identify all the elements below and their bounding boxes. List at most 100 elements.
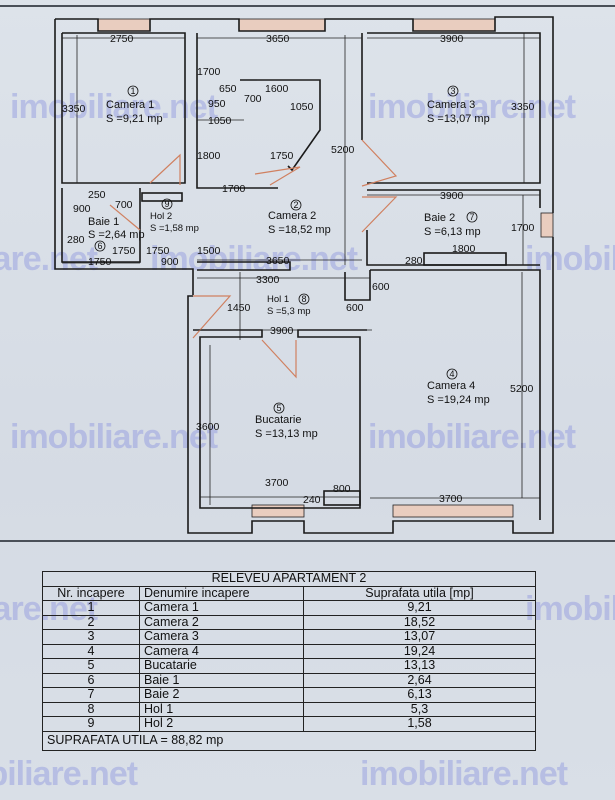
dim-1600: 1600	[265, 83, 289, 95]
watermark: imobiliare.net	[360, 755, 568, 793]
walls	[54, 16, 554, 534]
dim-h2-900: 900	[161, 256, 179, 268]
room-label-3: 3 Camera 3 S =13,07 mp	[427, 85, 490, 125]
row-name: Baie 1	[139, 672, 304, 688]
row-area: 13,07	[303, 629, 536, 645]
dim-b1-700: 700	[115, 199, 133, 211]
dim-buc-height: 3600	[196, 421, 220, 433]
svg-text:Baie 1: Baie 1	[88, 216, 119, 228]
row-area: 13,13	[303, 658, 536, 674]
watermark: imobiliare.net	[368, 418, 576, 456]
top-border-line	[0, 5, 615, 7]
svg-text:1: 1	[130, 86, 135, 96]
watermark: imobiliare.net	[150, 240, 358, 278]
svg-text:5: 5	[276, 403, 281, 413]
dim-b1-1750-h: 1750	[88, 256, 112, 268]
row-area: 5,3	[303, 701, 536, 717]
row-name: Camera 3	[139, 629, 304, 645]
header-name: Denumire incapere	[139, 585, 304, 601]
row-nr: 5	[42, 658, 140, 674]
svg-text:7: 7	[469, 212, 474, 222]
svg-text:S =5,3 mp: S =5,3 mp	[267, 306, 311, 317]
dim-b2-280: 280	[405, 255, 423, 267]
row-name: Baie 2	[139, 687, 304, 703]
dim-c1-height: 3350	[62, 103, 86, 115]
watermark: imobiliare.net	[0, 755, 138, 793]
row-area: 18,52	[303, 614, 536, 630]
dim-buc-width: 3700	[265, 477, 289, 489]
svg-text:2: 2	[293, 200, 298, 210]
dim-1500: 1500	[197, 245, 221, 257]
dim-c1-width: 2750	[110, 33, 134, 45]
dim-b2-width: 3900	[440, 190, 464, 202]
room-label-8: 8 Hol 1 S =5,3 mp	[267, 293, 311, 317]
svg-text:Hol 2: Hol 2	[150, 211, 172, 222]
table-title-row: RELEVEU APARTAMENT 2	[42, 571, 536, 587]
row-area: 2,64	[303, 672, 536, 688]
svg-text:S =6,13 mp: S =6,13 mp	[424, 226, 481, 238]
header-nr: Nr. incapere	[42, 585, 140, 601]
dim-1700-top: 1700	[197, 66, 221, 78]
row-name: Hol 2	[139, 716, 304, 732]
svg-text:S =13,07 mp: S =13,07 mp	[427, 113, 490, 125]
floor-plan: 1 Camera 1 S =9,21 mp 2 Camera 2 S =18,5…	[54, 16, 554, 534]
svg-text:Camera 3: Camera 3	[427, 99, 475, 111]
room-label-9: 9 Hol 2 S =1,58 mp	[150, 198, 199, 234]
dim-700: 700	[244, 93, 262, 105]
row-nr: 6	[42, 672, 140, 688]
dim-h1-600-v: 600	[372, 281, 390, 293]
row-area: 19,24	[303, 643, 536, 659]
window	[412, 18, 496, 32]
svg-text:3: 3	[450, 86, 455, 96]
separator-line	[0, 540, 615, 542]
row-nr: 2	[42, 614, 140, 630]
room-label-7: 7 Baie 2 S =6,13 mp	[424, 211, 481, 238]
dim-h1-1450: 1450	[227, 302, 251, 314]
dim-1800: 1800	[197, 150, 221, 162]
dim-h1-600-h: 600	[346, 302, 364, 314]
watermark: imobiliare.net	[525, 590, 615, 628]
svg-text:6: 6	[97, 241, 102, 251]
dim-1050-right: 1050	[290, 101, 314, 113]
row-nr: 9	[42, 716, 140, 732]
dim-h1-3900: 3900	[270, 325, 294, 337]
dim-b2-height: 1700	[511, 222, 535, 234]
dim-b1-280: 280	[67, 234, 85, 246]
row-name: Bucatarie	[139, 658, 304, 674]
row-nr: 7	[42, 687, 140, 703]
dim-c4-width: 3700	[439, 493, 463, 505]
row-nr: 3	[42, 629, 140, 645]
dim-b1-250: 250	[88, 189, 106, 201]
svg-text:S =2,64 mp: S =2,64 mp	[88, 229, 145, 241]
row-area: 1,58	[303, 716, 536, 732]
dim-3650-bottom: 3650	[266, 255, 290, 267]
window	[97, 18, 151, 32]
svg-text:Baie 2: Baie 2	[424, 212, 455, 224]
table-title: RELEVEU APARTAMENT 2	[42, 571, 536, 587]
dim-5200: 5200	[331, 144, 355, 156]
dim-buc-800: 800	[333, 483, 351, 495]
table-header-row: Nr. incapere Denumire incapere Suprafata…	[42, 585, 536, 601]
watermark: imobiliare.net	[10, 88, 218, 126]
room-label-5: 5 Bucatarie S =13,13 mp	[255, 402, 318, 440]
room-label-4: 4 Camera 4 S =19,24 mp	[427, 368, 490, 406]
table-total-row: SUPRAFATA UTILA = 88,82 mp	[42, 730, 536, 751]
row-nr: 1	[42, 600, 140, 616]
dim-1050-left: 1050	[208, 115, 232, 127]
svg-text:9: 9	[164, 199, 169, 209]
svg-text:4: 4	[449, 369, 454, 379]
svg-text:S =1,58 mp: S =1,58 mp	[150, 223, 199, 234]
svg-text:Bucatarie: Bucatarie	[255, 414, 301, 426]
row-name: Camera 2	[139, 614, 304, 630]
dim-b2-1800: 1800	[452, 243, 476, 255]
dim-buc-240: 240	[303, 494, 321, 506]
svg-text:Camera 2: Camera 2	[268, 210, 316, 222]
